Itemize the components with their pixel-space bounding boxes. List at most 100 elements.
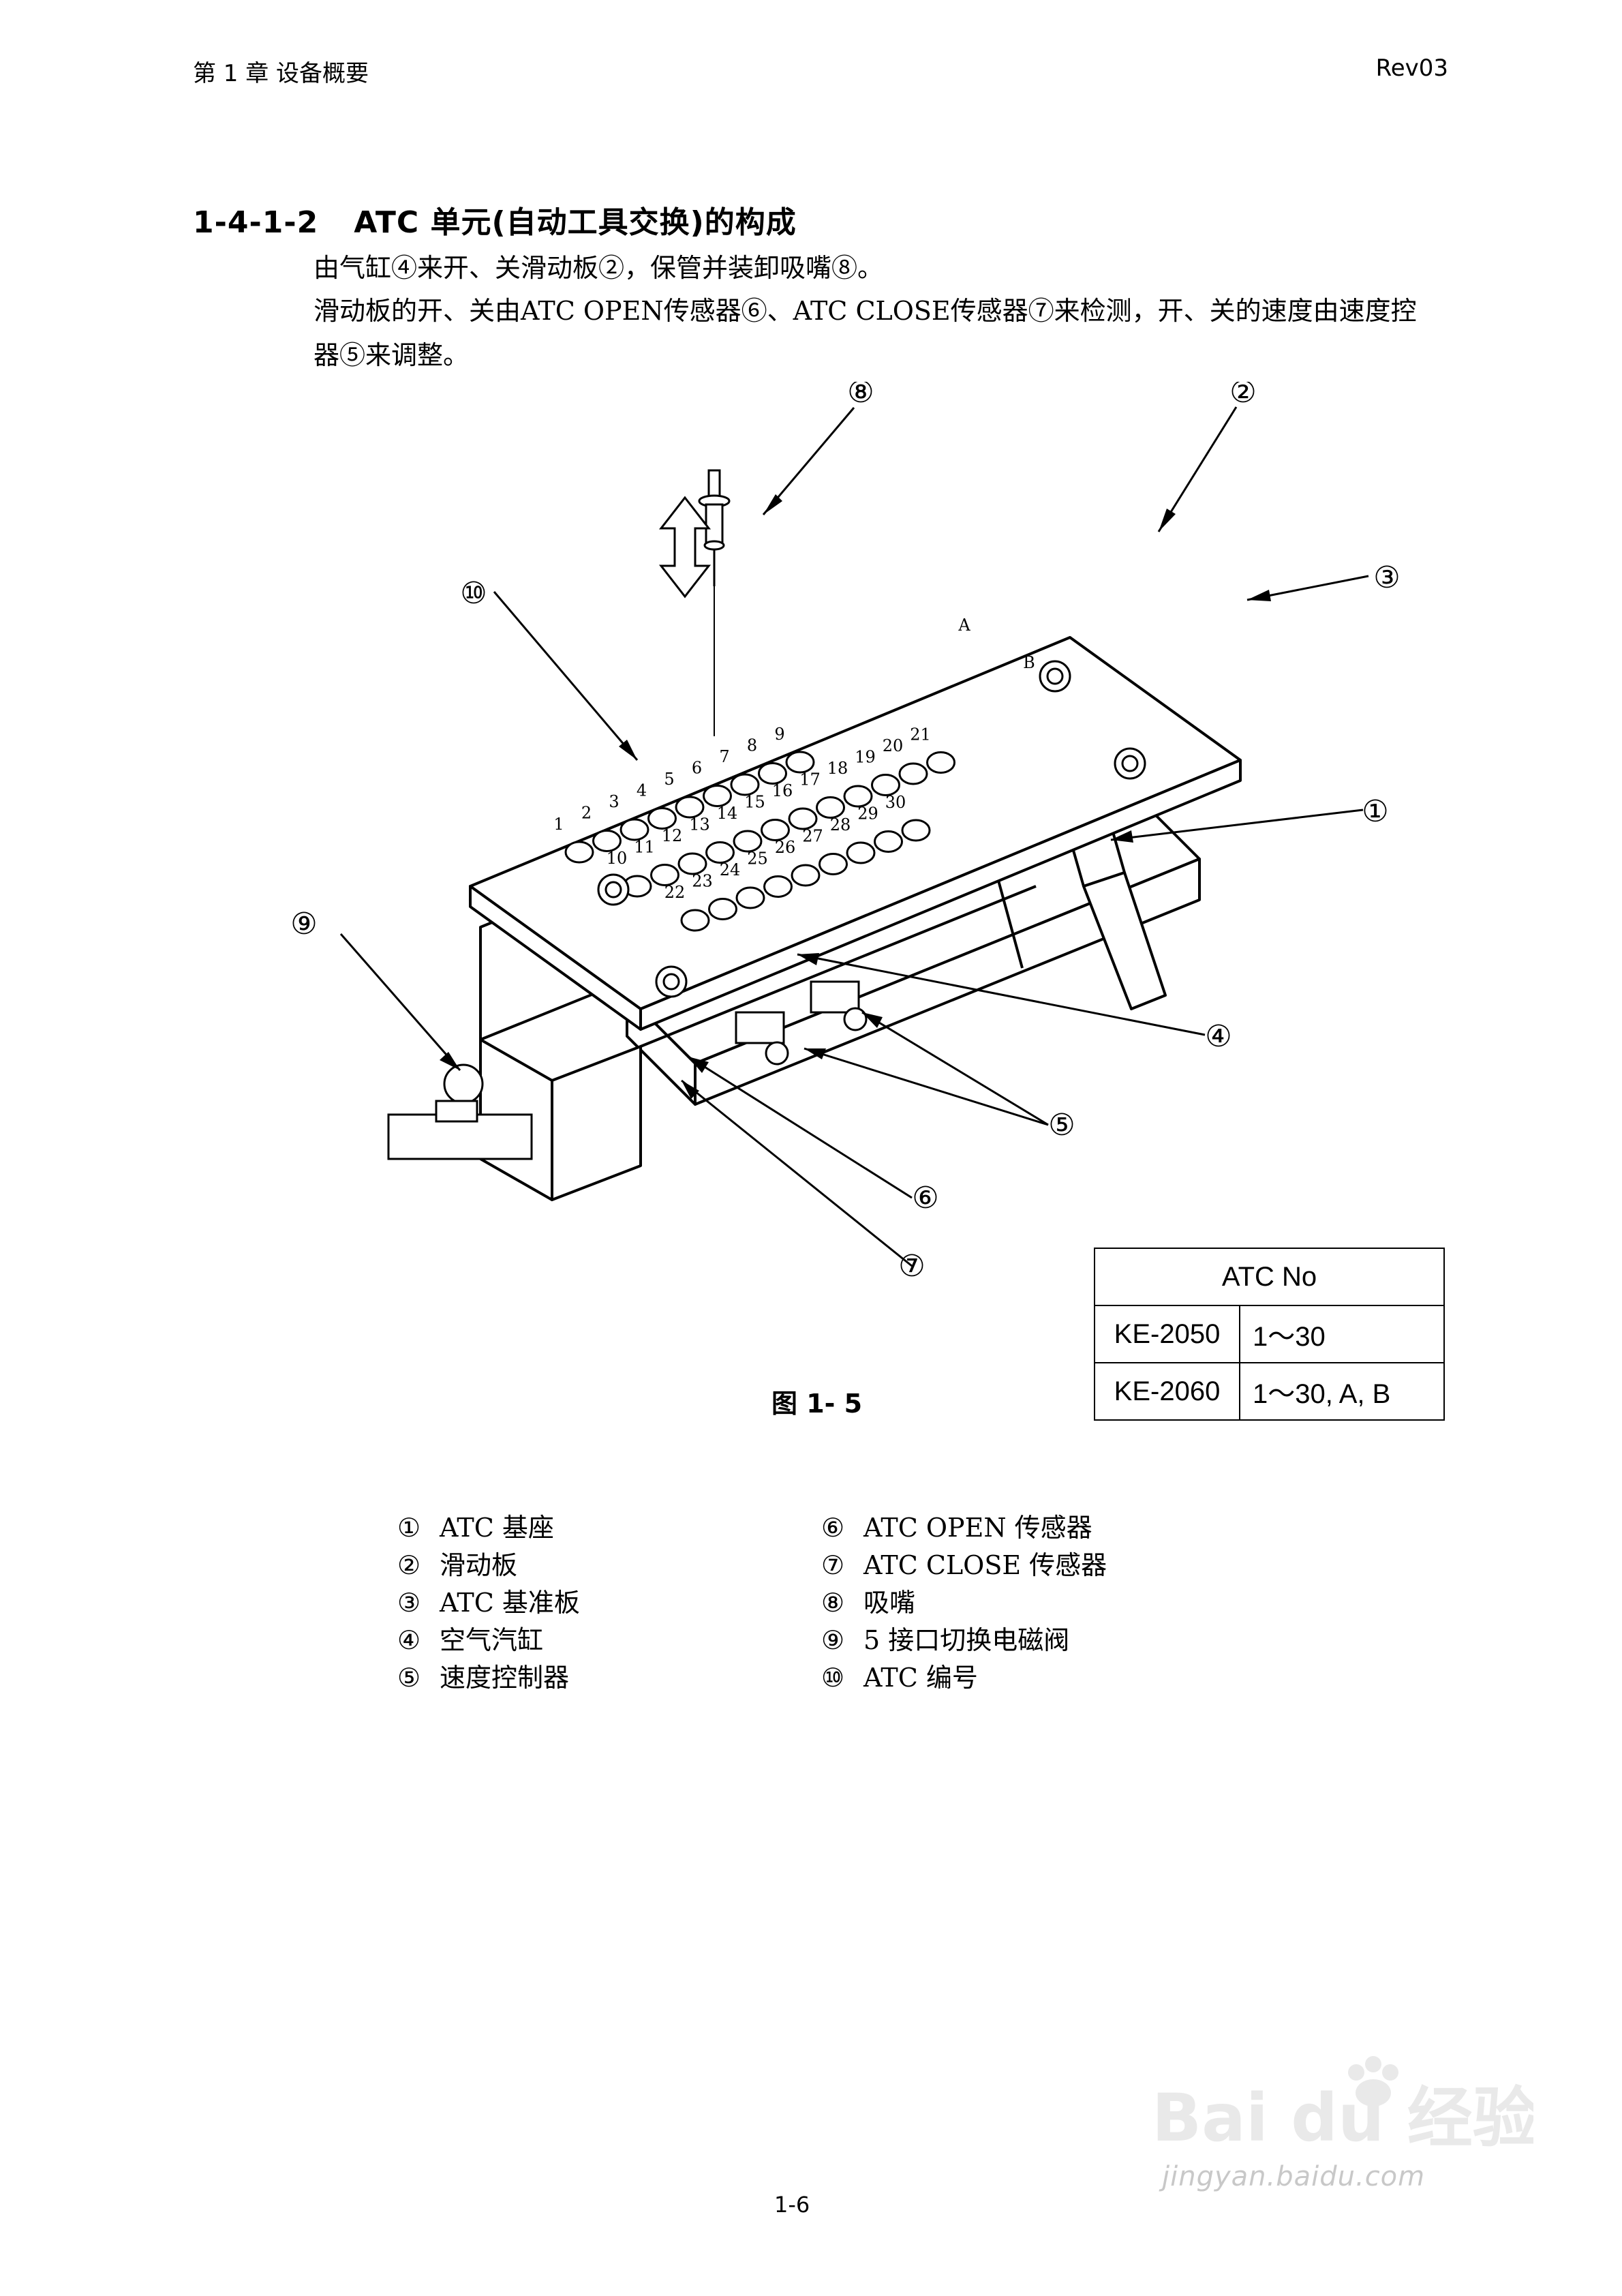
nozzle-slot	[677, 852, 707, 875]
nozzle-slot	[564, 841, 594, 864]
nozzle-slot	[592, 830, 622, 852]
slot-label: 22	[664, 883, 686, 902]
nozzle-slot	[730, 773, 760, 796]
slot-label: 18	[827, 759, 848, 778]
section-number: 1-4-1-2	[193, 205, 319, 240]
slot-label: 6	[692, 759, 702, 778]
nozzle-slot	[650, 864, 679, 886]
callout-2: ②	[1229, 382, 1256, 410]
slot-label: 27	[802, 827, 823, 846]
callout-10: ⑩	[460, 576, 487, 611]
nozzle-slot	[733, 830, 763, 853]
nozzle-slot	[785, 751, 815, 774]
atc-unit-illustration: ⑧ ② ③ ⑩ ① ④ ⑤ ⑥ ⑦ ⑨ 12345678910111213141…	[290, 382, 1400, 1284]
table-cell-model: KE-2050	[1094, 1305, 1240, 1363]
callout-8: ⑧	[847, 382, 874, 410]
section-title: 1-4-1-2 ATC 单元(自动工具交换)的构成	[193, 198, 797, 241]
nozzle-slot	[675, 796, 705, 819]
nozzle-slot	[898, 762, 928, 785]
watermark-url: jingyan.baidu.com	[1162, 2161, 1426, 2192]
nozzle-slot	[843, 785, 873, 808]
nozzle-slot	[758, 762, 787, 785]
table-cell-range: 1～30, A, B	[1239, 1362, 1445, 1421]
nozzle-slot	[761, 819, 790, 841]
table-header: ATC No	[1094, 1248, 1445, 1306]
slot-label: B	[1023, 653, 1035, 672]
nozzle-slot	[818, 853, 848, 875]
nozzle-slot	[901, 819, 931, 842]
paragraph-2: 滑动板的开、关由ATC OPEN传感器⑥、ATC CLOSE传感器⑦来检测，开、…	[313, 296, 1417, 326]
nozzle-slot	[926, 751, 955, 774]
paragraph-1: 由气缸④来开、关滑动板②，保管并装卸吸嘴⑧。	[313, 253, 884, 283]
slot-label: 2	[581, 804, 592, 823]
table-header-row: ATC No	[1094, 1248, 1445, 1306]
nozzle-slot	[763, 875, 793, 898]
slot-label: 20	[883, 736, 904, 755]
slot-label: 15	[744, 793, 765, 812]
nozzle-slot	[871, 774, 900, 796]
callout-5: ⑤	[1048, 1108, 1075, 1143]
nozzle-slots	[564, 751, 955, 932]
nozzle-slot	[703, 785, 732, 807]
slot-label: 24	[720, 860, 741, 879]
slot-label: 4	[637, 781, 647, 800]
nozzle-slot	[874, 830, 903, 853]
callout-6: ⑥	[912, 1181, 938, 1215]
slot-label: 21	[910, 725, 931, 744]
slot-label: 12	[662, 826, 683, 845]
callout-9: ⑨	[290, 907, 317, 941]
slot-label: 29	[857, 804, 878, 824]
svg-text:Bai du 经验: Bai du 经验	[1152, 2080, 1533, 2154]
nozzle-slot	[647, 807, 677, 830]
slot-label: 16	[772, 781, 793, 800]
atc-number-table: ATC No KE-2050 1～30 KE-2060 1～30, A, B	[1094, 1248, 1445, 1421]
baidu-watermark-logo: Bai du 经验	[1152, 2056, 1533, 2154]
slot-label: 8	[747, 736, 757, 755]
slot-label: 14	[717, 804, 738, 823]
nozzle-slot	[705, 841, 735, 864]
section-heading: ATC 单元(自动工具交换)的构成	[354, 205, 797, 240]
nozzle-slot	[791, 864, 821, 887]
paragraph-3: 器⑤来调整。	[313, 340, 470, 370]
nozzle-slot	[680, 909, 710, 932]
revision-label: Rev03	[1375, 55, 1448, 82]
slot-label: 11	[634, 838, 655, 857]
slot-label: 19	[855, 748, 876, 767]
slot-label: 10	[607, 849, 628, 868]
callout-7: ⑦	[898, 1249, 925, 1284]
slot-label: 1	[553, 815, 564, 834]
table-row: KE-2060 1～30, A, B	[1094, 1362, 1445, 1421]
slot-label: 3	[609, 792, 619, 811]
table-row: KE-2050 1～30	[1094, 1305, 1445, 1363]
slot-label: 26	[775, 838, 796, 857]
slot-label: 13	[689, 815, 710, 834]
slot-label: 17	[799, 770, 821, 789]
table-cell-model: KE-2060	[1094, 1362, 1240, 1421]
slot-label: 9	[774, 725, 784, 744]
nozzle-slot	[708, 898, 737, 920]
slot-label: 28	[830, 815, 851, 834]
nozzle-slot	[735, 886, 765, 909]
slot-label: 23	[692, 872, 713, 891]
slot-label: 30	[885, 793, 906, 812]
nozzle-slot	[619, 818, 649, 841]
callout-3: ③	[1373, 560, 1400, 595]
nozzle-slot	[846, 841, 876, 864]
chapter-header: 第 1 章 设备概要	[193, 60, 369, 87]
slot-label: 7	[719, 747, 729, 766]
figure-caption: 图 1- 5	[771, 1389, 863, 1419]
slot-label: 5	[664, 770, 674, 789]
page-number: 1-6	[774, 2192, 810, 2218]
slot-label: A	[958, 616, 970, 635]
callout-4: ④	[1205, 1019, 1231, 1054]
